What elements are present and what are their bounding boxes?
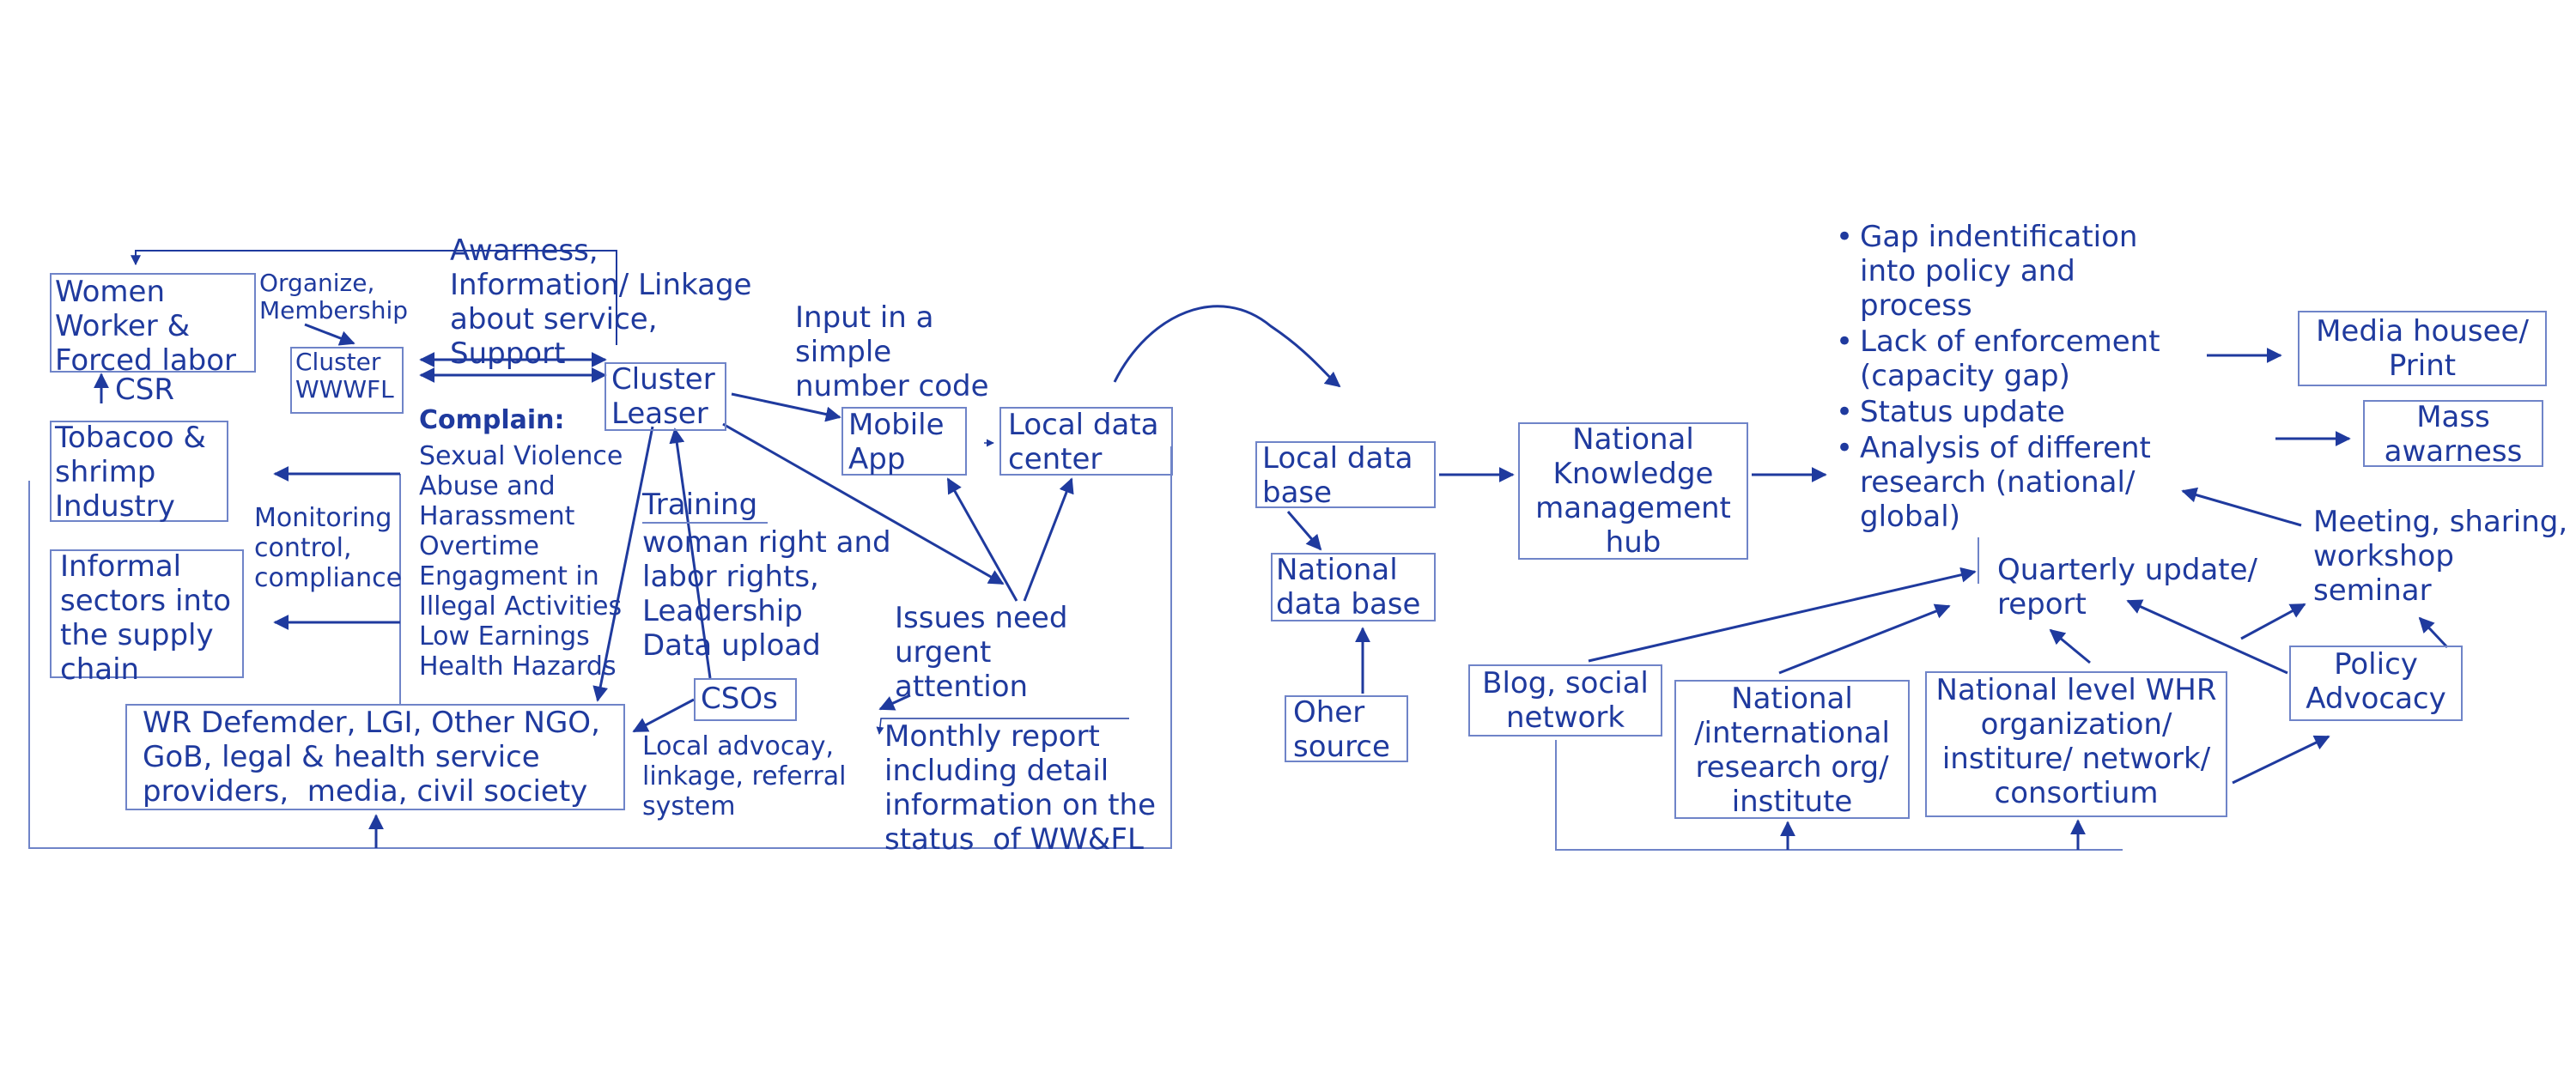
bullet-gap-identification: Gap indentification into policy and proc…	[1836, 220, 2138, 323]
meeting-label: Meeting, sharing, workshop seminar	[2313, 505, 2568, 608]
issues-to-center-arrow	[1023, 477, 1074, 602]
local-data-center-label: Local data center	[1008, 408, 1159, 476]
local-data-base-label: Local data base	[1262, 441, 1413, 510]
local-to-national-db-arrow	[1286, 511, 1322, 551]
local-advocacy-label: Local advocay, linkage, referral system	[642, 731, 847, 821]
cluster-leaser-label: Cluster Leaser	[611, 362, 715, 431]
national-whr-label: National level WHR organization/ institu…	[1935, 673, 2217, 810]
quarterly-label: Quarterly update/ report	[1997, 553, 2257, 621]
mobile-app-box	[841, 407, 967, 476]
policy-advocacy-box	[2289, 646, 2463, 721]
tobacco-box	[50, 421, 228, 522]
women-worker-label: Women Worker & Forced labor	[55, 275, 237, 378]
to-meeting-arrow	[2240, 603, 2306, 640]
policy-advocacy-label: Policy Advocacy	[2306, 647, 2446, 716]
mass-awareness-label: Mass awarness	[2384, 400, 2523, 469]
women-worker-box	[50, 273, 256, 373]
local-data-center-box	[999, 407, 1173, 476]
informal-label: Informal sectors into the supply chain	[60, 549, 232, 687]
issues-to-app-arrow	[946, 477, 1018, 602]
mobile-app-label: Mobile App	[848, 408, 945, 476]
organize-label: Organize, Membership	[259, 269, 409, 324]
feedback-to-women-line	[131, 250, 617, 345]
curve-arrow	[1113, 305, 1341, 388]
csos-label: CSOs	[701, 682, 778, 716]
left-frame-line	[28, 446, 1172, 849]
right-bottom-frame	[1555, 740, 2123, 851]
blog-to-quarterly-arrow	[1588, 567, 1977, 663]
local-data-base-box	[1255, 441, 1436, 508]
wr-defender-box	[125, 704, 625, 810]
csr-label: CSR	[115, 373, 174, 407]
other-source-box	[1285, 695, 1408, 762]
national-hub-box	[1518, 422, 1748, 560]
monthly-report-arrow-2	[878, 694, 911, 711]
mass-awareness-box	[2363, 400, 2543, 467]
leaser-to-app-arrow	[731, 392, 841, 422]
national-data-base-label: National data base	[1276, 553, 1421, 621]
cluster-wwwfl-box	[290, 347, 404, 414]
bullet-status-update: Status update	[1836, 395, 2065, 429]
national-whr-box	[1925, 671, 2227, 817]
csos-to-leaser-arrow	[669, 427, 712, 679]
informal-box	[50, 549, 244, 678]
whr-to-quarterly-arrow	[2049, 628, 2091, 664]
leaser-to-issues-arrow	[722, 422, 1005, 585]
national-data-base-box	[1271, 553, 1436, 621]
policy-to-meeting-arrow	[2418, 616, 2449, 649]
bullet-lack-enforcement: Lack of enforcement (capacity gap)	[1836, 324, 2160, 393]
tobacco-label: Tobacoo & shrimp Industry	[55, 421, 206, 524]
national-research-label: National /international research org/ in…	[1694, 682, 1890, 819]
blog-box	[1468, 664, 1662, 737]
leaser-to-wr-arrow	[592, 426, 654, 702]
organize-arrow	[304, 323, 355, 346]
other-source-label: Oher source	[1293, 695, 1390, 764]
media-print-label: Media housee/ Print	[2316, 314, 2529, 383]
national-hub-label: National Knowledge management hub	[1535, 422, 1731, 560]
bullet-analysis: Analysis of different research (national…	[1836, 431, 2151, 534]
input-code-label: Input in a simple number code	[795, 300, 989, 403]
media-print-box	[2298, 311, 2547, 386]
research-to-quarterly-arrow	[1778, 603, 1951, 675]
cluster-leaser-box	[605, 362, 726, 431]
wr-defender-label: WR Defemder, LGI, Other NGO, GoB, legal …	[143, 706, 600, 809]
issues-label: Issues need urgent attention	[895, 601, 1068, 704]
policy-to-quarterly-arrow	[2126, 599, 2288, 675]
complain-title: Complain:	[419, 405, 565, 435]
training-underline	[642, 522, 768, 524]
complain-items: Sexual Violence Abuse and Harassment Ove…	[419, 441, 623, 682]
monthly-report-arrow	[876, 718, 1129, 735]
cluster-wwwfl-label: Cluster WWWFL	[295, 348, 394, 403]
monitoring-label: Monitoring control, compliance	[254, 503, 403, 593]
awareness-label: Awarness, Information/ Linkage about ser…	[450, 233, 752, 371]
national-research-box	[1674, 680, 1910, 819]
csos-to-wr-arrow	[632, 698, 695, 733]
meeting-to-analysis-arrow	[2181, 487, 2302, 527]
whr-to-policy-arrow	[2232, 735, 2330, 785]
blog-label: Blog, social network	[1482, 666, 1649, 735]
csos-box	[694, 678, 797, 721]
monthly-report-label: Monthly report including detail informat…	[884, 719, 1156, 857]
training-items: woman right and labor rights, Leadership…	[642, 525, 891, 663]
training-title: Training	[642, 488, 758, 522]
